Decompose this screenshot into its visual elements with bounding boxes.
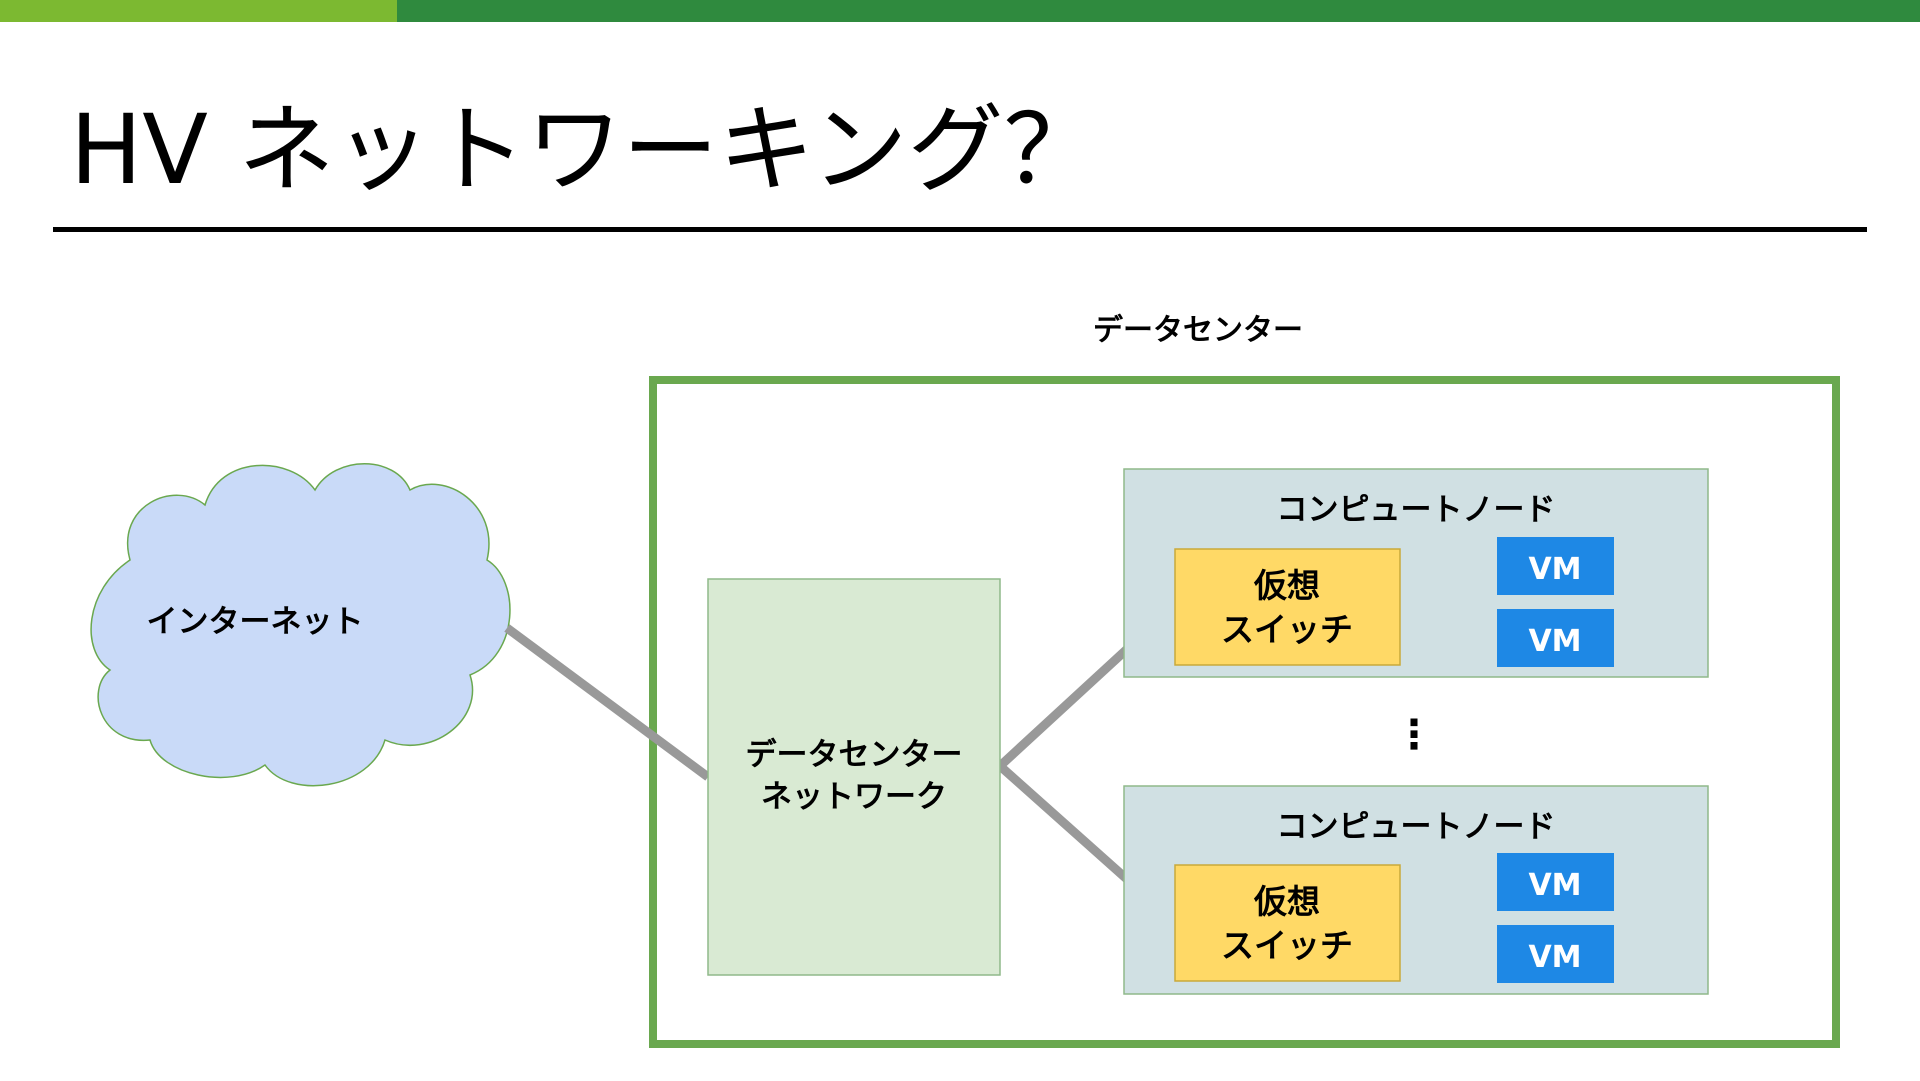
datacenter-network-label-line2: ネットワーク	[761, 779, 947, 815]
datacenter-boundary	[649, 376, 1840, 1048]
datacenter-network: データセンター ネットワーク	[707, 578, 1001, 976]
vm-label: VM	[1528, 624, 1581, 659]
virtual-switch-label-line1: 仮想	[1253, 882, 1320, 921]
internet-label: インターネット	[147, 604, 364, 640]
top-accent-bar-dark	[397, 0, 1920, 22]
datacenter-network-box	[707, 578, 1001, 976]
virtual-switch-label-line1: 仮想	[1253, 566, 1320, 605]
vm-label: VM	[1528, 552, 1581, 587]
slide-title: HV ネットワーキング？	[70, 94, 1100, 206]
more-nodes-ellipsis: ⋮	[1394, 712, 1434, 758]
vm-box	[1497, 853, 1614, 911]
top-accent-bar-light	[0, 0, 397, 22]
virtual-switch-label-line2: スイッチ	[1221, 926, 1353, 965]
vm-box	[1497, 537, 1614, 595]
internet-cloud: インターネット	[90, 463, 511, 787]
virtual-switch-box	[1174, 864, 1401, 982]
vm-label: VM	[1528, 868, 1581, 903]
vm-label: VM	[1528, 940, 1581, 975]
connector-internet-network	[504, 624, 711, 781]
compute-node: コンピュートノード 仮想 スイッチ VM VM	[1123, 785, 1709, 995]
datacenter-network-label-line1: データセンター	[746, 737, 963, 773]
datacenter-label: データセンター	[1093, 313, 1303, 348]
vm-box	[1497, 925, 1614, 983]
virtual-switch-box	[1174, 548, 1401, 666]
compute-node-label: コンピュートノード	[1277, 809, 1556, 845]
vm-box	[1497, 609, 1614, 667]
compute-node-label: コンピュートノード	[1277, 492, 1556, 528]
compute-node: コンピュートノード 仮想 スイッチ VM VM	[1123, 468, 1709, 678]
title-divider	[53, 227, 1867, 232]
cloud-shape	[90, 463, 511, 787]
virtual-switch-label-line2: スイッチ	[1221, 610, 1353, 649]
